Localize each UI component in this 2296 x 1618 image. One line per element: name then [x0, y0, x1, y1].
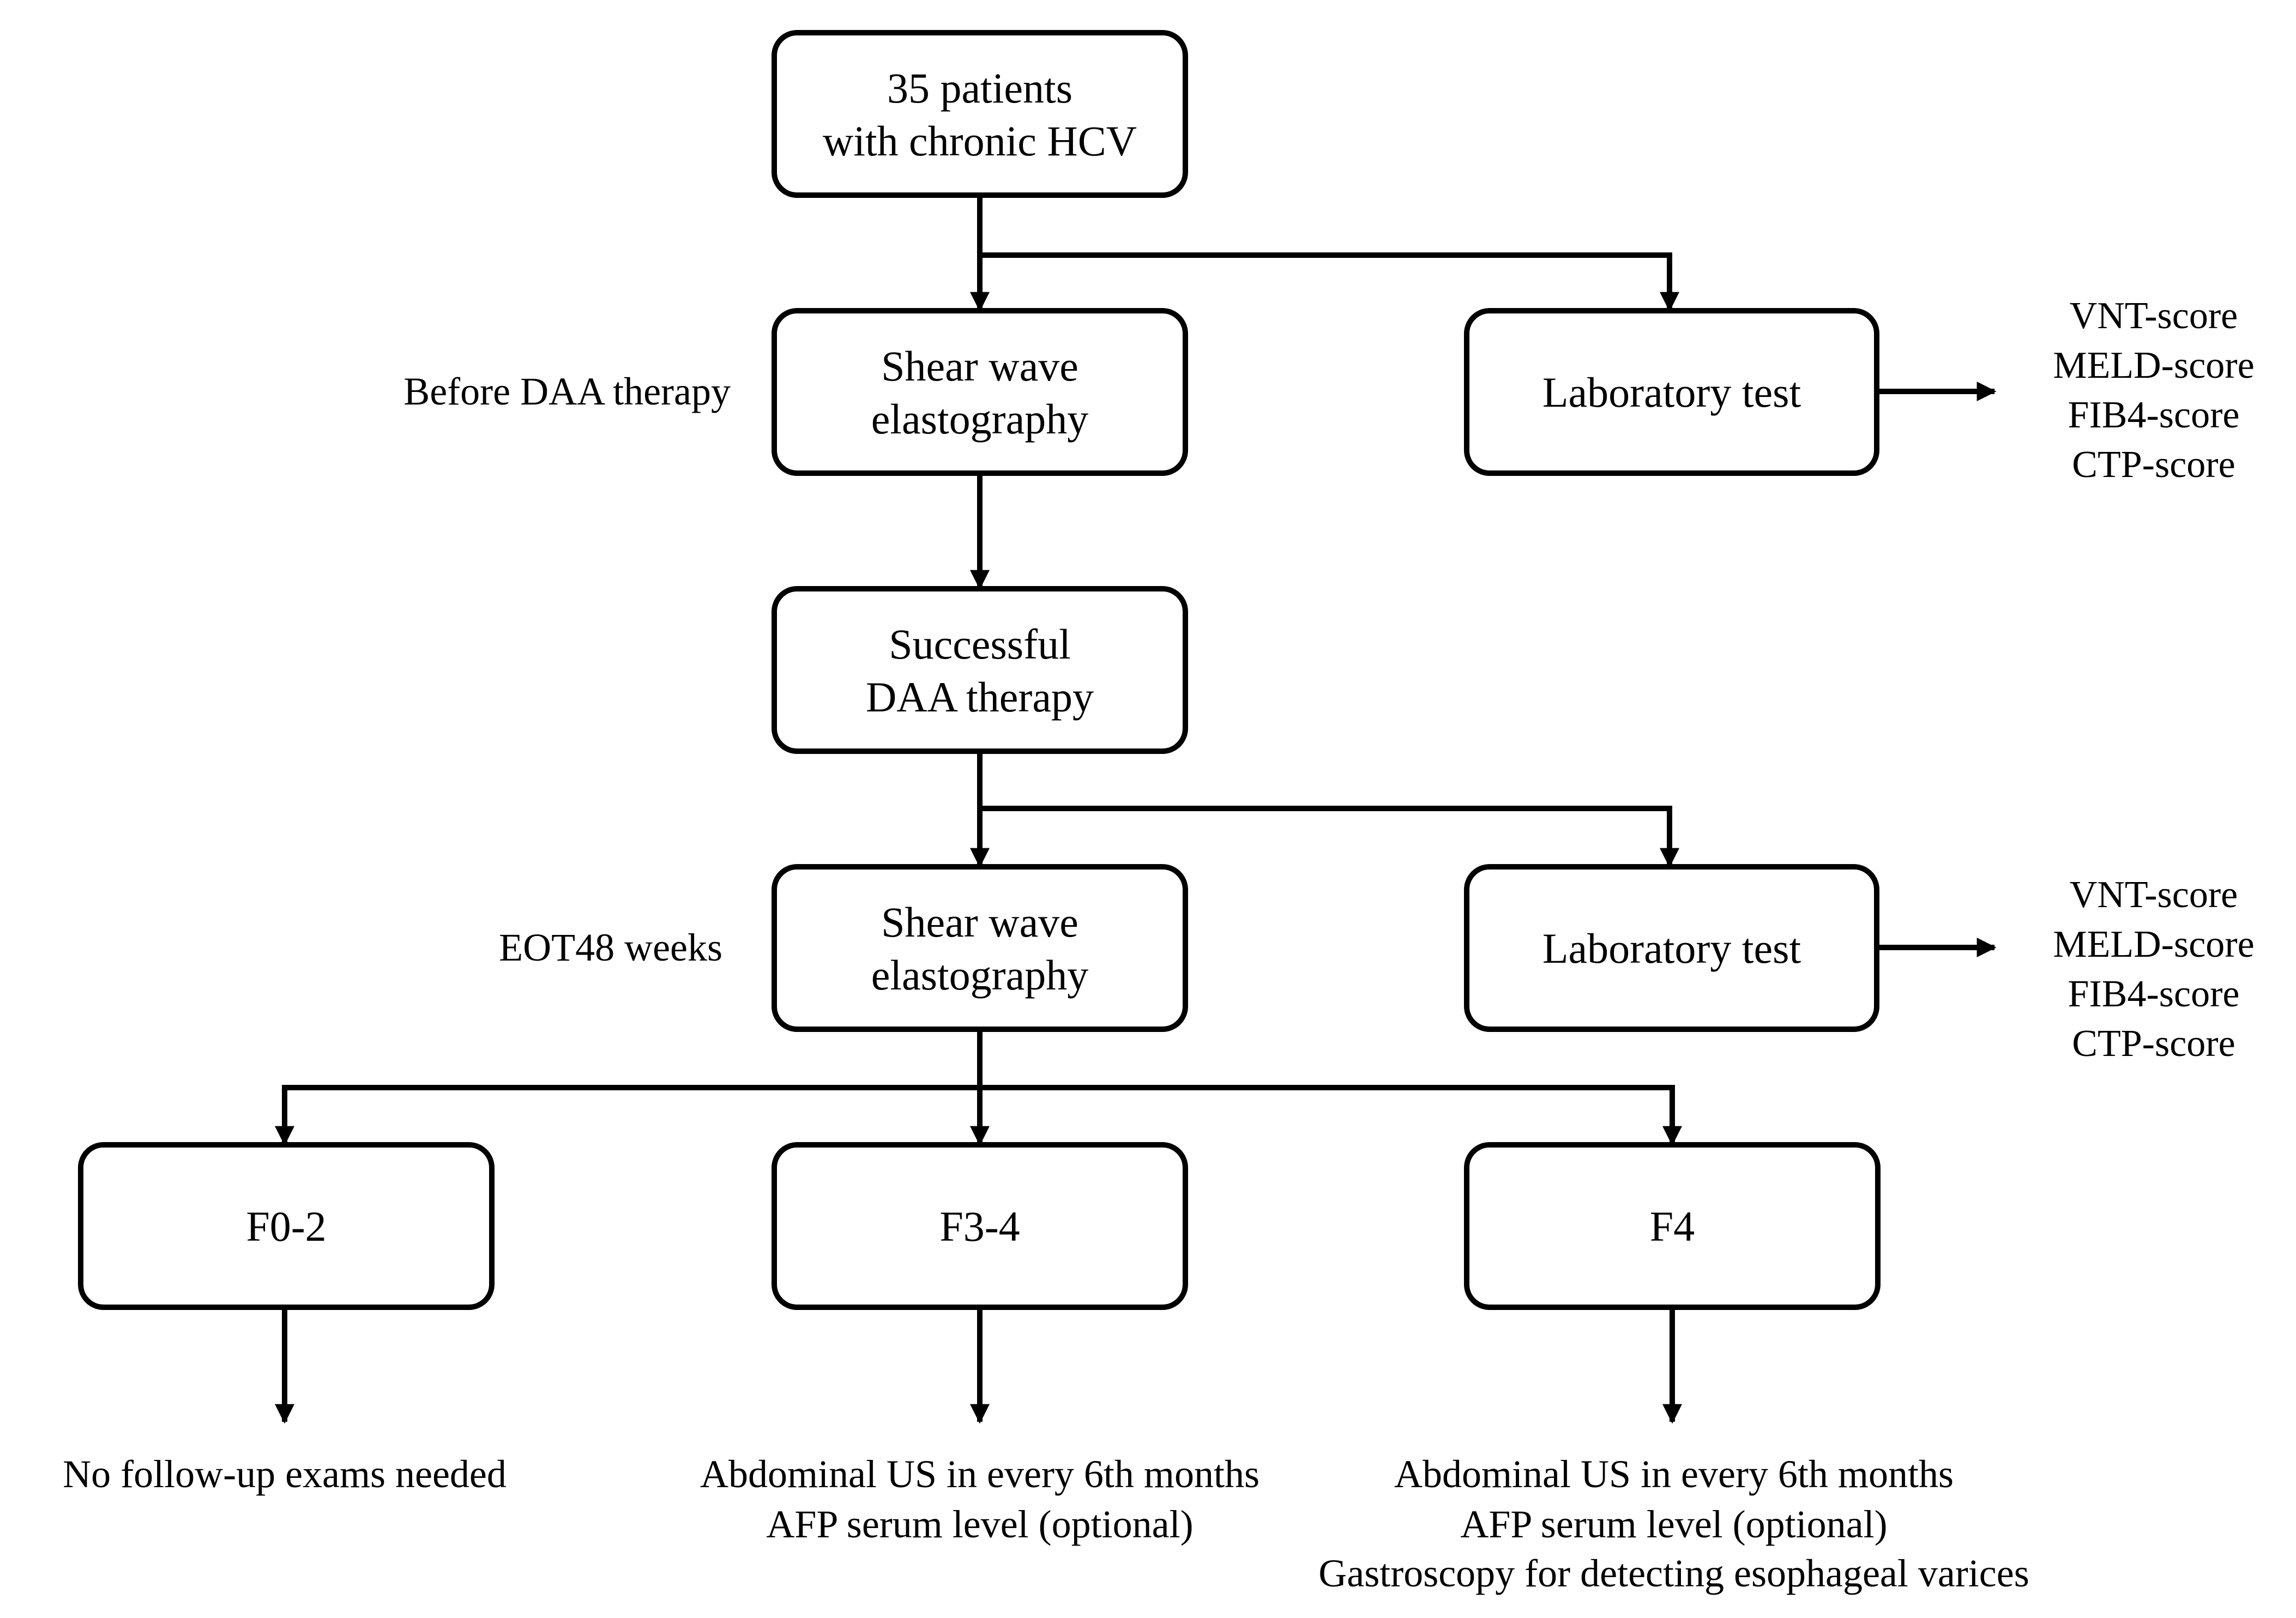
score-after-3: FIB4-score [2068, 973, 2240, 1015]
node-daa-line-2: DAA therapy [866, 673, 1094, 721]
scores-after: VNT-score MELD-score FIB4-score CTP-scor… [2053, 874, 2254, 1065]
outcome-f4-line-1: Abdominal US in every 6th months [1394, 1452, 1954, 1496]
node-swe-after-line-1: Shear wave [881, 898, 1078, 946]
node-f4-label: F4 [1650, 1203, 1695, 1250]
node-f02: F0-2 [78, 1142, 495, 1310]
node-daa: Successful DAA therapy [772, 586, 1188, 754]
score-before-3: FIB4-score [2068, 394, 2240, 436]
node-start-line-2: with chronic HCV [823, 117, 1137, 165]
node-f4: F4 [1464, 1142, 1881, 1310]
node-daa-line-1: Successful [889, 620, 1071, 668]
arrow-to-f4 [980, 1085, 1682, 1146]
outcome-f34-line-1: Abdominal US in every 6th months [700, 1452, 1260, 1496]
node-lab-after-label: Laboratory test [1542, 925, 1801, 972]
node-swe-after: Shear wave elastography [772, 864, 1188, 1032]
arrow-to-f02 [275, 1085, 980, 1146]
connectors [275, 195, 1997, 1424]
node-swe-before: Shear wave elastography [772, 308, 1188, 476]
outcome-f02-line-1: No follow-up exams needed [63, 1452, 507, 1496]
score-before-1: VNT-score [2070, 295, 2238, 337]
outcome-f02: No follow-up exams needed [63, 1452, 507, 1496]
timepoint-before-label: Before DAA therapy [403, 370, 731, 413]
outcome-f4: Abdominal US in every 6th months AFP ser… [1318, 1452, 2029, 1595]
node-swe-before-line-2: elastography [871, 395, 1089, 443]
node-f34-label: F3-4 [939, 1203, 1020, 1250]
scores-before: VNT-score MELD-score FIB4-score CTP-scor… [2053, 295, 2254, 486]
node-start: 35 patients with chronic HCV [772, 30, 1188, 198]
timepoint-after-label: EOT48 weeks [499, 926, 722, 969]
node-swe-before-line-1: Shear wave [881, 342, 1078, 390]
node-f02-label: F0-2 [246, 1203, 326, 1250]
outcome-f34: Abdominal US in every 6th months AFP ser… [700, 1452, 1260, 1546]
arrow-start-to-lab-before [980, 252, 1679, 312]
score-after-2: MELD-score [2053, 923, 2254, 965]
node-lab-before: Laboratory test [1464, 308, 1879, 476]
node-f34: F3-4 [772, 1142, 1188, 1310]
outcome-f4-line-2: AFP serum level (optional) [1460, 1502, 1887, 1546]
score-before-2: MELD-score [2053, 345, 2254, 387]
score-after-4: CTP-score [2072, 1023, 2235, 1065]
outcome-f34-line-2: AFP serum level (optional) [766, 1502, 1193, 1546]
score-before-4: CTP-score [2072, 444, 2235, 486]
arrow-daa-to-lab-after [980, 806, 1679, 868]
node-lab-after: Laboratory test [1464, 864, 1879, 1032]
score-after-1: VNT-score [2070, 874, 2238, 916]
outcome-f4-line-3: Gastroscopy for detecting esophageal var… [1318, 1551, 2029, 1595]
node-swe-after-line-2: elastography [871, 951, 1089, 999]
node-start-line-1: 35 patients [887, 64, 1072, 112]
node-lab-before-label: Laboratory test [1542, 369, 1801, 416]
